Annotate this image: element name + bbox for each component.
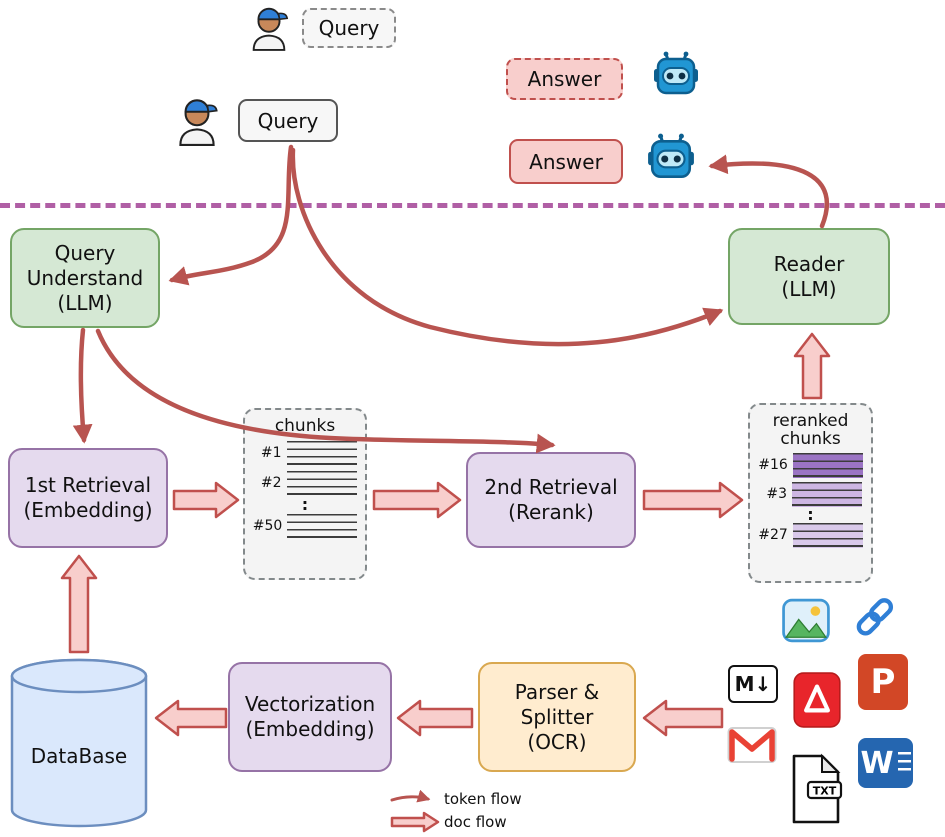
chunk-row: #2 (250, 470, 360, 496)
gmail-icon (727, 727, 777, 763)
database-label: DataBase (30, 744, 128, 768)
reader-node: Reader (LLM) (728, 228, 890, 325)
document-lines (897, 751, 911, 775)
ellipsis: : (807, 504, 814, 524)
reranked-title-line: chunks (780, 428, 841, 449)
chunk-row: #16 (755, 452, 866, 478)
text-lines (286, 440, 357, 466)
answer-final-box: Answer (509, 139, 623, 184)
node-label: (Embedding) (245, 717, 375, 741)
txt-file-icon: TXT (792, 753, 843, 824)
doc-arrow-chunks-to-second-retrieval (372, 481, 462, 519)
query-final-label: Query (257, 108, 319, 133)
node-label: (OCR) (527, 729, 587, 754)
node-label: (Embedding) (23, 498, 153, 522)
database-node: DataBase (8, 656, 150, 830)
node-label: Vectorization (244, 692, 376, 716)
token-arrow-query-to-query-understand (168, 144, 294, 286)
chunk-rank-label: #1 (260, 445, 282, 462)
node-label: Splitter (520, 704, 594, 729)
reranked-chunks-panel: reranked chunks #16 #3 : #27 (748, 403, 873, 583)
doc-arrow-reranked-to-reader (793, 332, 831, 400)
stage-separator (0, 203, 945, 208)
vectorization-node: Vectorization (Embedding) (228, 662, 392, 772)
answer-final-label: Answer (529, 149, 603, 174)
chunk-rank-label: #27 (758, 527, 788, 544)
markdown-glyph: M↓ (734, 672, 772, 696)
markdown-icon: M↓ (728, 665, 778, 703)
token-arrow-query-understand-to-first-retrieval (72, 327, 93, 444)
chunk-rank-label: #16 (758, 457, 788, 474)
chunk-rank-label: #3 (766, 486, 787, 503)
chunks-panel-title: chunks (274, 416, 336, 436)
pdf-icon (793, 672, 841, 728)
text-lines (287, 513, 358, 539)
doc-arrow-second-retrieval-to-reranked (642, 481, 744, 519)
query-final-box: Query (238, 99, 338, 142)
node-label: Understand (26, 265, 144, 290)
parser-splitter-node: Parser & Splitter (OCR) (478, 662, 636, 772)
robot-icon (648, 133, 694, 179)
answer-draft-box: Answer (506, 58, 623, 100)
legend-token-label: token flow (444, 790, 522, 808)
node-label: 2nd Retrieval (484, 475, 618, 499)
chunk-row: #3 (755, 481, 866, 507)
node-label: (Rerank) (508, 500, 594, 524)
image-icon (782, 598, 830, 643)
second-retrieval-node: 2nd Retrieval (Rerank) (466, 452, 636, 548)
txt-glyph: TXT (813, 785, 837, 798)
user-icon (179, 99, 218, 146)
answer-draft-label: Answer (527, 67, 602, 91)
chunk-row: #1 (250, 440, 360, 466)
node-label: Parser & (514, 679, 600, 704)
doc-arrow-first-retrieval-to-chunks (172, 481, 240, 519)
robot-icon (654, 51, 698, 95)
query-draft-box: Query (302, 8, 396, 48)
chunk-row: #27 (755, 522, 866, 548)
chunk-rank-label: #2 (260, 475, 282, 492)
chunks-panel: chunks #1 #2 : #50 (243, 408, 367, 580)
doc-arrow-database-to-first-retrieval (60, 554, 98, 654)
link-icon (856, 598, 894, 636)
doc-arrow-parser-to-vectorization (396, 699, 474, 737)
highlighted-text-lines (792, 452, 863, 478)
legend-doc-label: doc flow (444, 813, 507, 831)
powerpoint-glyph: P (870, 662, 896, 702)
query-understand-node: Query Understand (LLM) (10, 228, 160, 328)
reranked-title-line: reranked (772, 411, 849, 431)
word-icon: W (858, 738, 913, 788)
reranked-panel-title: reranked chunks (772, 411, 849, 449)
node-label: (LLM) (781, 276, 837, 301)
chunk-rank-label: #50 (252, 518, 283, 535)
legend-token-arrow (390, 789, 431, 803)
highlighted-text-lines (792, 522, 863, 548)
highlighted-text-lines (792, 481, 862, 507)
first-retrieval-node: 1st Retrieval (Embedding) (8, 448, 168, 548)
node-label: (LLM) (57, 290, 113, 315)
ellipsis: : (301, 494, 309, 514)
text-lines (286, 470, 357, 496)
chunk-row: #50 (250, 513, 360, 539)
database-cylinder-icon (10, 658, 148, 828)
node-label: Query (54, 240, 116, 265)
user-icon (252, 7, 289, 51)
powerpoint-icon: P (858, 654, 908, 710)
legend-doc-arrow (390, 811, 440, 833)
query-draft-label: Query (318, 16, 380, 40)
token-arrow-reader-to-answer (708, 154, 830, 229)
word-glyph: W (860, 745, 894, 781)
doc-arrow-files-to-parser (642, 699, 724, 737)
node-label: Reader (773, 251, 845, 276)
node-label: 1st Retrieval (24, 473, 152, 497)
doc-arrow-vectorization-to-database (154, 699, 228, 737)
